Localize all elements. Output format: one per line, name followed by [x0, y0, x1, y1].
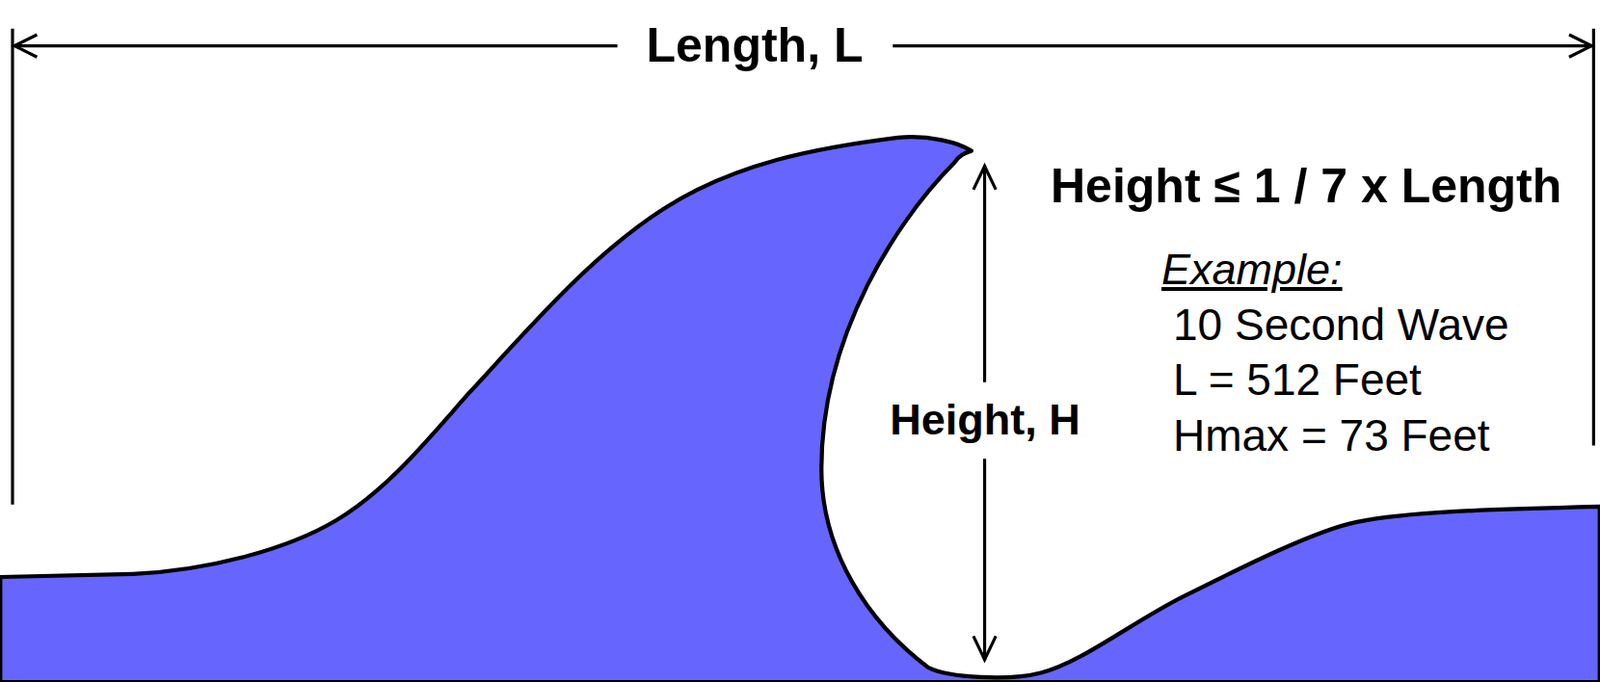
dimension-label: Height, H	[889, 395, 1081, 446]
formula-label: Height ≤ 1 / 7 x Length	[1050, 159, 1562, 215]
arrowhead	[1569, 34, 1592, 57]
arrowhead	[973, 166, 996, 190]
boundary-line	[10, 28, 14, 506]
wave-shape	[0, 136, 1600, 682]
dimension-line	[13, 44, 618, 48]
example-line: Hmax = 73 Feet	[1173, 410, 1491, 462]
example-line: 10 Second Wave	[1173, 299, 1510, 351]
example-heading: Example:	[1161, 244, 1343, 295]
dimension-label: Length, L	[646, 18, 864, 75]
dimension-line	[983, 164, 987, 382]
dimension-line	[983, 458, 987, 662]
arrowhead	[973, 636, 996, 660]
example-line: L = 512 Feet	[1173, 354, 1422, 406]
arrowhead	[14, 34, 37, 57]
dimension-line	[892, 44, 1593, 48]
boundary-line	[1592, 28, 1596, 447]
